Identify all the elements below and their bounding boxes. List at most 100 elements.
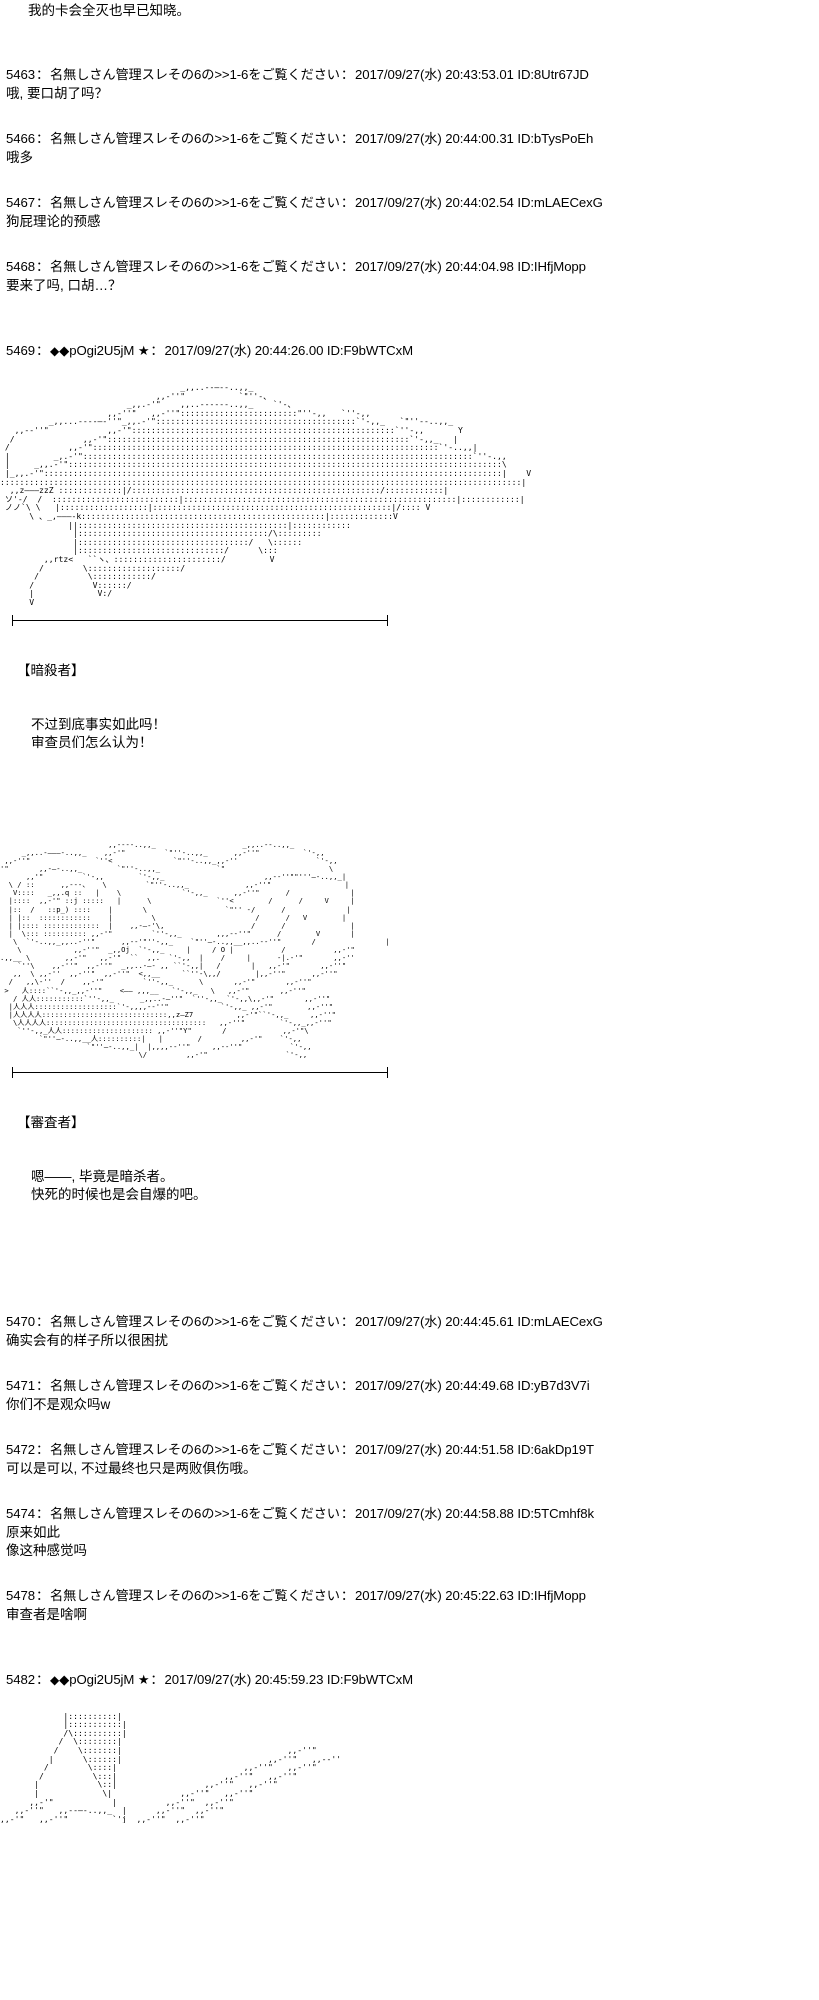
post-timestamp: 2017/09/27(水) 20:45:59.23 xyxy=(164,1671,324,1687)
post-5463: 5463：名無しさん管理スレその6の>>1-6をご覧ください：2017/09/2… xyxy=(0,65,819,103)
spacer xyxy=(0,1478,819,1504)
ascii-art-bottom: |::::::::::| |:::::::::::| /\::::::::::|… xyxy=(0,1711,342,1824)
post-timestamp: 2017/09/27(水) 20:44:49.68 xyxy=(354,1377,514,1393)
post-header: 5466：名無しさん管理スレその6の>>1-6をご覧ください：2017/09/2… xyxy=(6,131,594,146)
post-body: 哦多 xyxy=(6,150,33,165)
post-number[interactable]: 5470 xyxy=(6,1313,35,1329)
post-number[interactable]: 5478 xyxy=(6,1587,35,1603)
spacer xyxy=(0,19,819,65)
post-header: 5469：◆◆pOgi2U5jM ★：2017/09/27(水) 20:44:2… xyxy=(6,343,413,358)
post-body: 可以是可以, 不过最终也只是两败俱伤哦。 xyxy=(6,1460,257,1476)
tripcode-diamond-icon: ◆ xyxy=(50,1672,60,1687)
post-timestamp: 2017/09/27(水) 20:44:04.98 xyxy=(354,259,514,274)
post-author: ◆pOgi2U5jM xyxy=(59,343,135,358)
dialogue-1: 【暗殺者】 不过到底事实如此吗！ 审查员们怎么认为！ xyxy=(0,625,819,788)
post-header: 5471：名無しさん管理スレその6の>>1-6をご覧ください：2017/09/2… xyxy=(6,1377,590,1393)
spacer xyxy=(0,788,819,834)
post-header: 5467：名無しさん管理スレその6の>>1-6をご覧ください：2017/09/2… xyxy=(6,195,603,210)
ascii-art-examiner: ,,-‐‐-..,,_ _,,..--..,,_ _,,..-―――-..,,_… xyxy=(0,840,390,1060)
post-5482: 5482：◆◆pOgi2U5jM ★：2017/09/27(水) 20:45:5… xyxy=(0,1670,819,1690)
spacer xyxy=(0,231,819,257)
dialogue-divider-2 xyxy=(0,1066,819,1078)
post-header: 5474：名無しさん管理スレその6の>>1-6をご覧ください：2017/09/2… xyxy=(6,1505,594,1521)
dialogue-speaker: 【暗殺者】 xyxy=(17,662,85,678)
post-id: ID:8Utr67JD xyxy=(517,67,589,82)
post-number[interactable]: 5466 xyxy=(6,131,35,146)
orphan-text-line: 我的卡会全灭也早已知晓。 xyxy=(28,3,190,18)
post-id: ID:6akDp19T xyxy=(517,1441,594,1457)
post-body: 审查者是啥啊 xyxy=(6,1606,87,1622)
spacer xyxy=(0,295,819,341)
post-5474: 5474：名無しさん管理スレその6の>>1-6をご覧ください：2017/09/2… xyxy=(0,1504,819,1560)
post-5471: 5471：名無しさん管理スレその6の>>1-6をご覧ください：2017/09/2… xyxy=(0,1376,819,1414)
post-5472: 5472：名無しさん管理スレその6の>>1-6をご覧ください：2017/09/2… xyxy=(0,1440,819,1478)
post-id: ID:bTysPoEh xyxy=(517,131,594,146)
post-number[interactable]: 5468 xyxy=(6,259,35,274)
capcode-star-icon: ★ xyxy=(137,343,150,358)
post-number[interactable]: 5472 xyxy=(6,1441,35,1457)
post-id: ID:yB7d3V7i xyxy=(517,1377,590,1393)
tripcode-diamond-icon: ◆ xyxy=(50,344,60,358)
post-number[interactable]: 5467 xyxy=(6,195,35,210)
post-author: ◆pOgi2U5jM xyxy=(59,1671,135,1687)
post-author: 名無しさん管理スレその6の>>1-6をご覧ください xyxy=(50,1313,340,1329)
post-timestamp: 2017/09/27(水) 20:45:22.63 xyxy=(354,1587,514,1603)
post-id: ID:mLAECexG xyxy=(517,1313,603,1329)
post-timestamp: 2017/09/27(水) 20:44:00.31 xyxy=(354,131,514,146)
post-number[interactable]: 5474 xyxy=(6,1505,35,1521)
dialogue-divider-1 xyxy=(0,614,819,626)
post-header: 5468：名無しさん管理スレその6の>>1-6をご覧ください：2017/09/2… xyxy=(6,259,586,274)
post-number[interactable]: 5469 xyxy=(6,343,35,358)
post-body: 原来如此 像这种感觉吗 xyxy=(6,1524,87,1558)
post-header: 5470：名無しさん管理スレその6の>>1-6をご覧ください：2017/09/2… xyxy=(6,1313,603,1329)
spacer xyxy=(0,1286,819,1312)
post-header: 5463：名無しさん管理スレその6の>>1-6をご覧ください：2017/09/2… xyxy=(6,67,589,82)
dialogue-speaker: 【審査者】 xyxy=(17,1114,85,1130)
post-5478: 5478：名無しさん管理スレその6の>>1-6をご覧ください：2017/09/2… xyxy=(0,1586,819,1624)
spacer xyxy=(0,167,819,193)
spacer xyxy=(0,1240,819,1286)
dialogue-lines: 嗯——, 毕竟是暗杀者。 快死的时候也是会自爆的吧。 xyxy=(31,1168,207,1202)
post-header: 5472：名無しさん管理スレその6の>>1-6をご覧ください：2017/09/2… xyxy=(6,1441,594,1457)
post-number[interactable]: 5463 xyxy=(6,67,35,82)
post-body: 要来了吗, 口胡…？ xyxy=(6,278,122,293)
post-id: ID:F9bWTCxM xyxy=(326,343,413,358)
post-author: 名無しさん管理スレその6の>>1-6をご覧ください xyxy=(50,1441,340,1457)
post-number[interactable]: 5482 xyxy=(6,1671,35,1687)
post-body: 哦, 要口胡了吗？ xyxy=(6,86,109,101)
post-header: 5478：名無しさん管理スレその6の>>1-6をご覧ください：2017/09/2… xyxy=(6,1587,586,1603)
post-number[interactable]: 5471 xyxy=(6,1377,35,1393)
post-5469: 5469：◆◆pOgi2U5jM ★：2017/09/27(水) 20:44:2… xyxy=(0,341,819,361)
post-timestamp: 2017/09/27(水) 20:44:51.58 xyxy=(354,1441,514,1457)
post-5470: 5470：名無しさん管理スレその6の>>1-6をご覧ください：2017/09/2… xyxy=(0,1312,819,1350)
spacer xyxy=(0,1414,819,1440)
post-author: 名無しさん管理スレその6の>>1-6をご覧ください xyxy=(50,1587,340,1603)
post-5467: 5467：名無しさん管理スレその6の>>1-6をご覧ください：2017/09/2… xyxy=(0,193,819,231)
post-author: 名無しさん管理スレその6の>>1-6をご覧ください xyxy=(50,131,340,146)
post-5466: 5466：名無しさん管理スレその6の>>1-6をご覧ください：2017/09/2… xyxy=(0,129,819,167)
post-timestamp: 2017/09/27(水) 20:44:26.00 xyxy=(164,343,324,358)
post-timestamp: 2017/09/27(水) 20:44:58.88 xyxy=(354,1505,514,1521)
post-5468: 5468：名無しさん管理スレその6の>>1-6をご覧ください：2017/09/2… xyxy=(0,257,819,295)
post-timestamp: 2017/09/27(水) 20:44:02.54 xyxy=(354,195,514,210)
spacer xyxy=(0,103,819,129)
post-timestamp: 2017/09/27(水) 20:44:45.61 xyxy=(354,1313,514,1329)
post-header: 5482：◆◆pOgi2U5jM ★：2017/09/27(水) 20:45:5… xyxy=(6,1671,413,1687)
post-timestamp: 2017/09/27(水) 20:43:53.01 xyxy=(354,67,514,82)
dialogue-lines: 不过到底事实如此吗！ 审查员们怎么认为！ xyxy=(31,716,166,750)
post-author: 名無しさん管理スレその6の>>1-6をご覧ください xyxy=(50,67,340,82)
post-author: 名無しさん管理スレその6の>>1-6をご覧ください xyxy=(50,1505,340,1521)
post-id: ID:F9bWTCxM xyxy=(326,1671,413,1687)
post-id: ID:mLAECexG xyxy=(517,195,603,210)
spacer xyxy=(0,1624,819,1670)
ascii-art-assassin: _,,..--―‐-..,,_ ,,-''" `"''-、 _,,.-'" ,,… xyxy=(0,383,532,607)
post-id: ID:IHfjMopp xyxy=(517,1587,586,1603)
spacer xyxy=(0,1350,819,1376)
spacer xyxy=(0,1690,819,1704)
post-author: 名無しさん管理スレその6の>>1-6をご覧ください xyxy=(50,1377,340,1393)
post-author: 名無しさん管理スレその6の>>1-6をご覧ください xyxy=(50,195,340,210)
spacer xyxy=(0,1560,819,1586)
capcode-star-icon: ★ xyxy=(137,1671,150,1687)
spacer xyxy=(0,361,819,375)
